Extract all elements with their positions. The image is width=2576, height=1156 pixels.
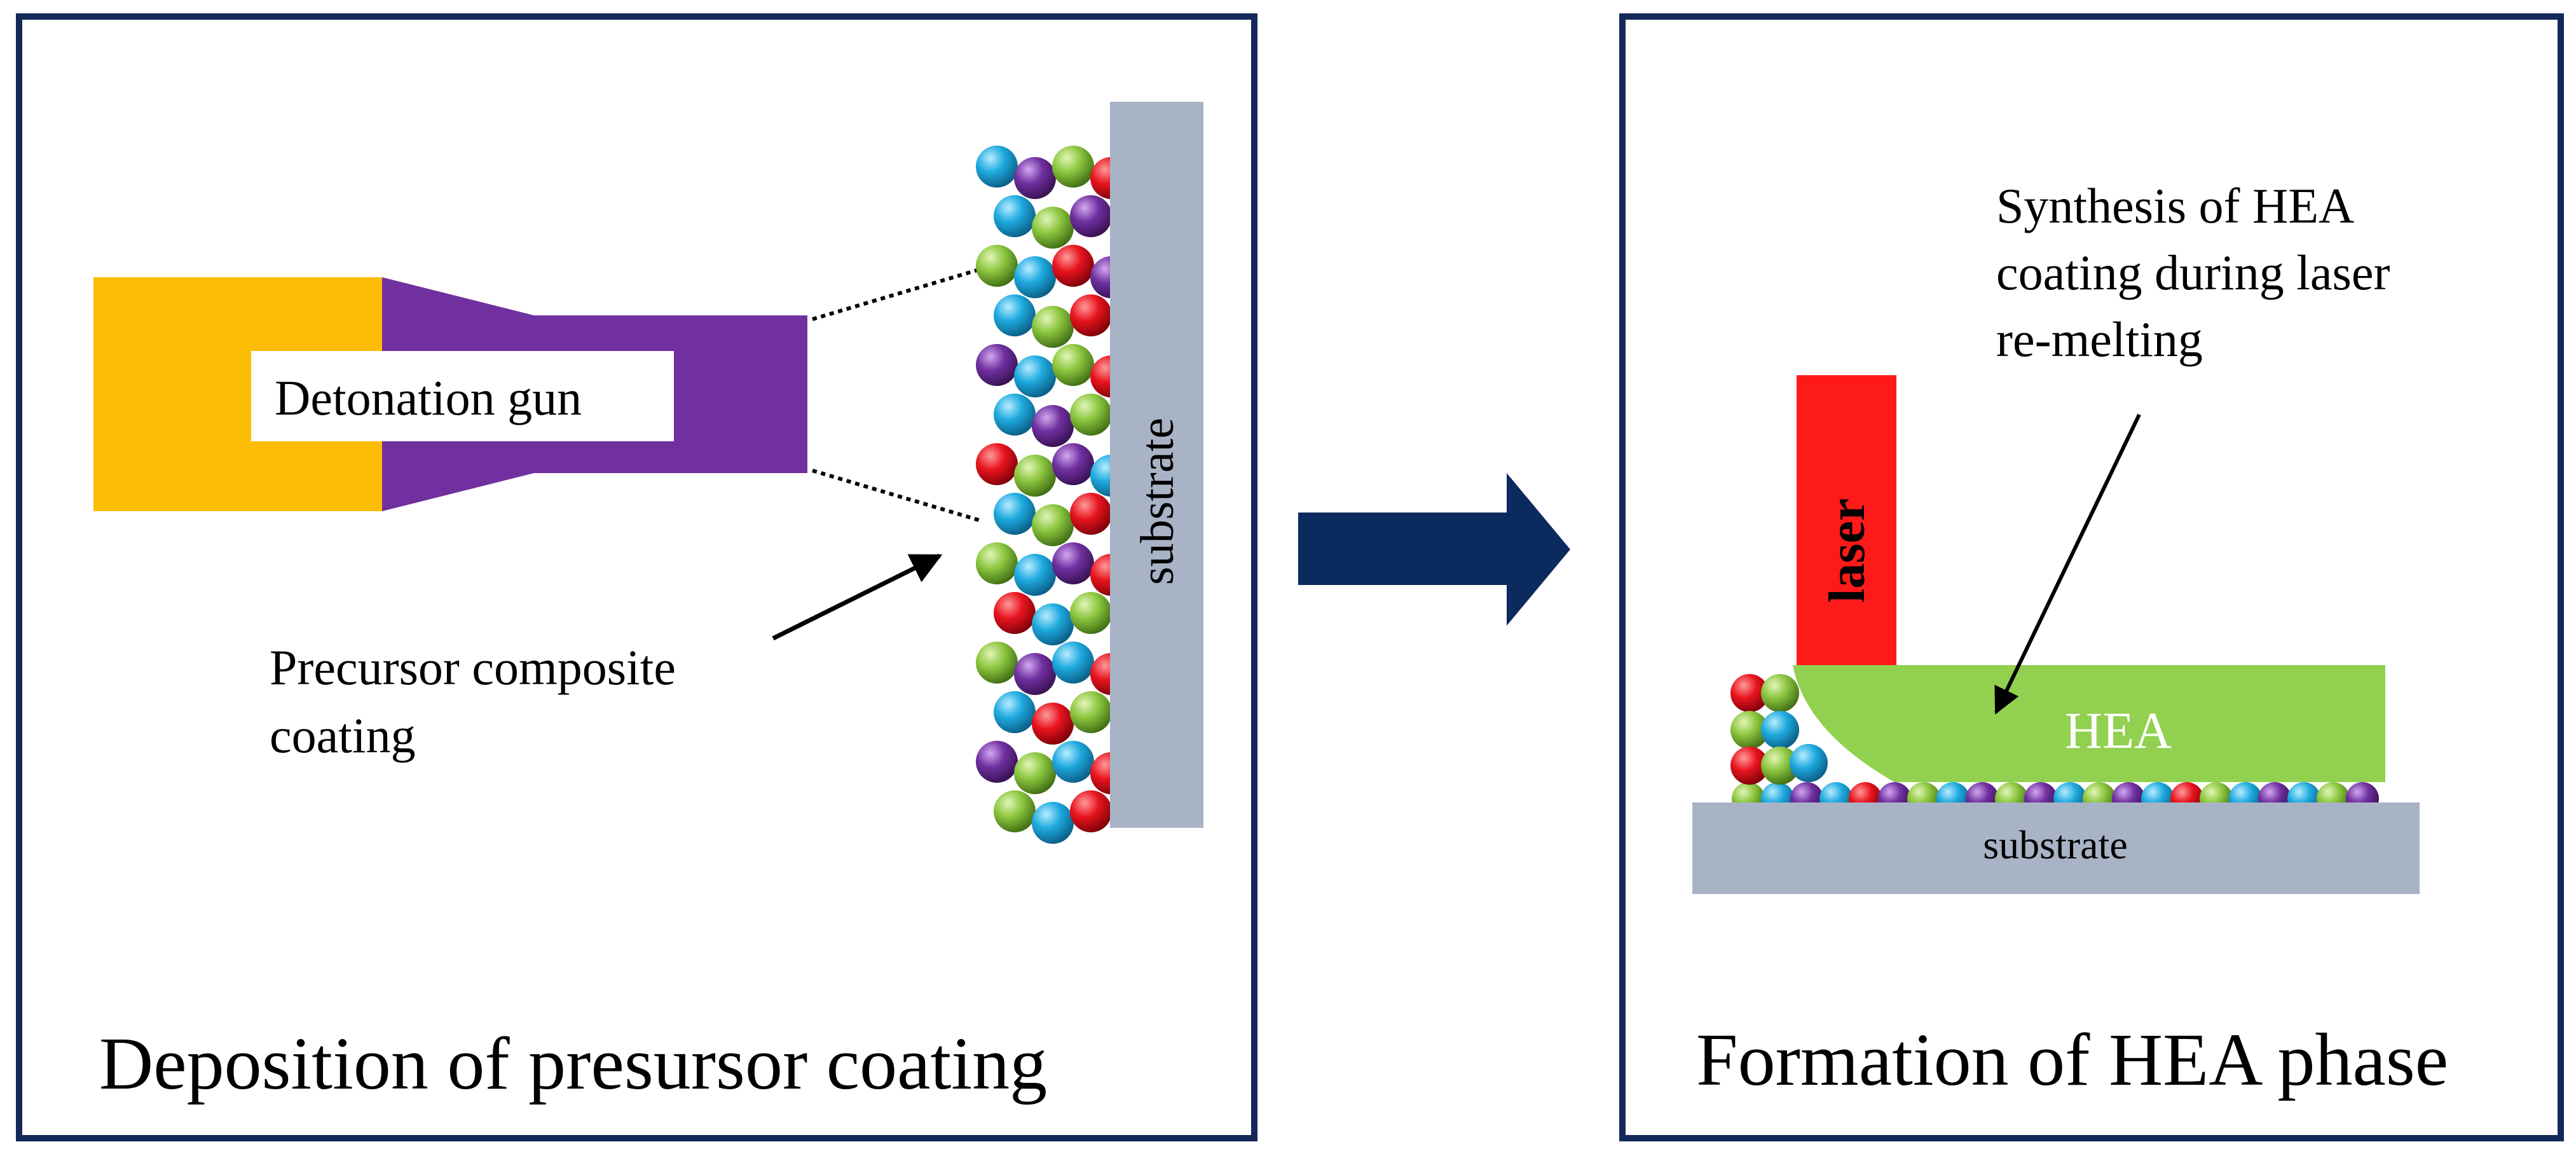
precursor-particle <box>1032 405 1074 447</box>
precursor-particle <box>1014 653 1056 695</box>
hea-label: HEA <box>2065 701 2172 759</box>
precursor-annotation-line2: coating <box>270 708 416 763</box>
right-substrate-label: substrate <box>1983 822 2128 867</box>
precursor-annotation-arrow <box>772 553 943 641</box>
precursor-particle <box>1052 741 1094 783</box>
left-substrate <box>1110 102 1203 828</box>
precursor-particle <box>1014 752 1056 794</box>
precursor-particle <box>1052 146 1094 188</box>
precursor-particle <box>994 195 1036 237</box>
precursor-particle <box>1070 493 1112 535</box>
precursor-particle <box>1032 504 1074 546</box>
precursor-particle <box>976 245 1018 287</box>
gun-label: Detonation gun <box>275 370 582 425</box>
precursor-particle <box>1032 207 1074 249</box>
precursor-particle <box>1032 306 1074 348</box>
precursor-particle <box>1014 256 1056 298</box>
precursor-particle <box>1032 802 1074 844</box>
precursor-particle <box>994 691 1036 733</box>
precursor-particle <box>994 394 1036 436</box>
precursor-particle <box>994 493 1036 535</box>
precursor-particle <box>976 642 1018 684</box>
synthesis-annotation-line2: coating during laser <box>1996 245 2390 300</box>
laser-beam <box>1797 375 1896 665</box>
process-arrow <box>1298 473 1570 626</box>
right-panel-frame <box>1619 13 2564 1141</box>
precursor-particle <box>1070 790 1112 832</box>
unmelted-particle <box>1730 674 1769 712</box>
precursor-particle <box>1052 642 1094 684</box>
hea-melt-pool <box>1793 665 2385 782</box>
unmelted-particle <box>1761 747 1799 785</box>
precursor-particle <box>994 294 1036 336</box>
precursor-particle <box>1070 294 1112 336</box>
precursor-particle <box>1070 195 1112 237</box>
precursor-particle <box>976 741 1018 783</box>
synthesis-annotation-line3: re-melting <box>1996 312 2203 367</box>
precursor-particle <box>976 542 1018 584</box>
detonation-gun: Detonation gun <box>93 277 807 511</box>
spray-line-bottom <box>812 469 980 522</box>
precursor-particle <box>1014 355 1056 397</box>
precursor-particle <box>1070 394 1112 436</box>
unmelted-particle <box>1730 747 1769 785</box>
precursor-particle <box>976 146 1018 188</box>
precursor-particle <box>1014 455 1056 497</box>
synthesis-annotation-arrow <box>1994 413 2141 715</box>
precursor-particle <box>1032 703 1074 745</box>
right-substrate <box>1692 802 2420 894</box>
unmelted-particle <box>1790 744 1828 782</box>
precursor-particle <box>1052 344 1094 386</box>
precursor-annotation-line1: Precursor composite <box>270 640 676 695</box>
precursor-particle <box>976 344 1018 386</box>
precursor-particle <box>1014 157 1056 199</box>
precursor-particle <box>1032 603 1074 645</box>
gun-label-box <box>251 351 674 441</box>
synthesis-annotation-line1: Synthesis of HEA <box>1996 178 2354 233</box>
precursor-particle <box>994 790 1036 832</box>
precursor-particle <box>1052 443 1094 485</box>
left-substrate-label: substrate <box>1132 418 1184 585</box>
right-panel-caption: Formation of HEA phase <box>1696 1018 2448 1101</box>
precursor-particle <box>1014 554 1056 596</box>
unmelted-particle <box>1761 711 1799 749</box>
precursor-particle <box>994 592 1036 634</box>
left-panel-caption: Deposition of presursor coating <box>99 1022 1047 1105</box>
precursor-particle <box>1070 592 1112 634</box>
laser-label: laser <box>1819 499 1875 603</box>
precursor-particle <box>1070 691 1112 733</box>
unmelted-particle <box>1761 674 1799 712</box>
precursor-particle <box>976 443 1018 485</box>
precursor-particle <box>1052 245 1094 287</box>
unmelted-particle <box>1730 711 1769 749</box>
precursor-particle <box>1052 542 1094 584</box>
spray-line-top <box>812 268 980 321</box>
